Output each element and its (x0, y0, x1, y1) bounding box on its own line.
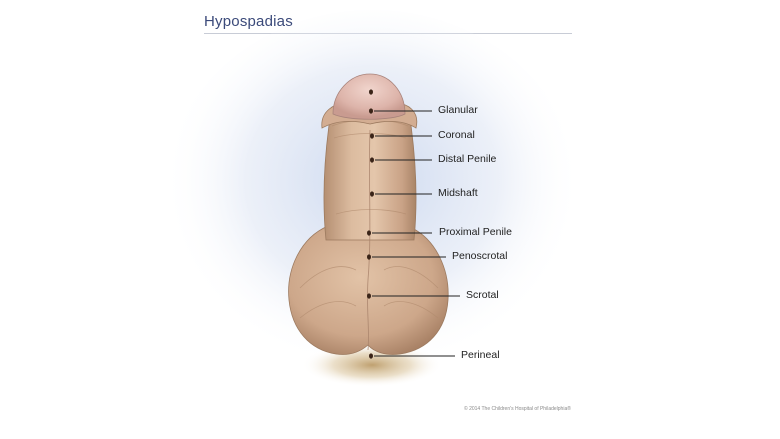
copyright-notice: © 2014 The Children's Hospital of Philad… (464, 406, 571, 412)
opening-markers (367, 89, 374, 359)
label-penoscrotal: Penoscrotal (452, 250, 508, 262)
label-coronal: Coronal (438, 129, 475, 141)
label-glanular: Glanular (438, 104, 478, 116)
label-proximal-penile: Proximal Penile (439, 226, 512, 238)
marker-coronal (370, 133, 374, 139)
marker-penoscrotal (367, 254, 371, 260)
marker-distal-penile (370, 157, 374, 163)
marker-proximal-penile (367, 230, 371, 236)
marker-glanular (369, 108, 373, 114)
leader-lines (372, 110, 460, 357)
label-midshaft: Midshaft (438, 187, 478, 199)
label-scrotal: Scrotal (466, 289, 499, 301)
diagram-title: Hypospadias (204, 13, 293, 30)
label-perineal: Perineal (461, 349, 500, 361)
marker-perineal (369, 353, 373, 359)
marker-scrotal (367, 293, 371, 299)
label-distal-penile: Distal Penile (438, 153, 497, 165)
marker-midshaft (370, 191, 374, 197)
median-raphe (366, 129, 371, 351)
glans (332, 73, 406, 120)
marker-glanular-upper (369, 89, 373, 95)
